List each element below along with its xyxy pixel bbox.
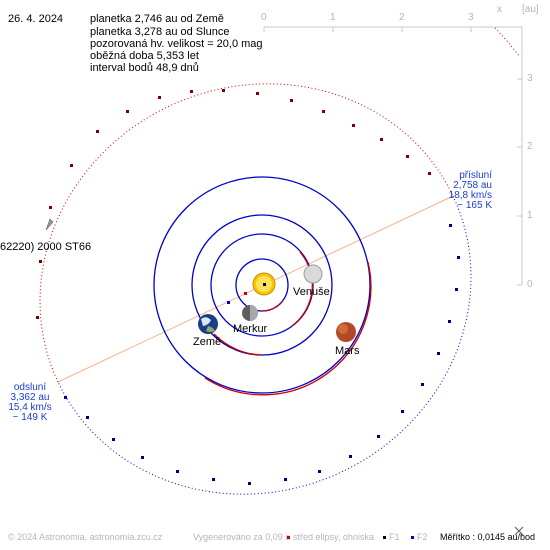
mercury-lit-side	[250, 305, 258, 321]
x-tick-label: 0	[261, 12, 267, 23]
footer-copyright: © 2024 Astronomia, astronomia.zcu.cz	[8, 532, 163, 542]
mars-label: Mars	[335, 345, 360, 357]
ellipse-center-marker	[244, 292, 247, 295]
info-line: planetka 3,278 au od Slunce	[90, 26, 230, 38]
asteroid-orbit-points-red	[36, 89, 431, 319]
info-line: interval bodů 48,9 dnů	[90, 62, 199, 74]
legend-f2: F2	[411, 532, 428, 542]
mercury-orbit-red-arc	[261, 301, 283, 312]
legend-f1: F1	[383, 532, 400, 542]
mars-highlight	[338, 324, 348, 334]
aphelion-title: odsluní	[13, 382, 47, 393]
legend-f1-dot	[383, 536, 386, 540]
mars-orbit-red-arc	[204, 261, 372, 396]
y-tick-label: 1	[527, 210, 533, 221]
perihelion-temp: ~ 165 K	[457, 200, 492, 211]
x-tick-label: 3	[468, 12, 474, 23]
earth-label: Země	[193, 336, 222, 348]
perihelion-distance: 2,758 au	[453, 180, 492, 191]
x-axis-label: x	[497, 4, 502, 15]
info-line: planetka 2,746 au od Země	[90, 13, 224, 25]
y-tick-label: 2	[527, 141, 533, 152]
outer-orbit-fragment	[494, 27, 520, 57]
focus-f1-marker	[263, 283, 266, 286]
y-tick-label: 0	[527, 279, 533, 290]
aphelion-temp: ~ 149 K	[12, 412, 48, 423]
venus-label: Venuše	[293, 286, 330, 298]
footer-generated: Vygenerováno za 0,09 s	[193, 532, 290, 542]
asteroid-icon	[45, 218, 54, 231]
asteroid-orbit-blue	[57, 195, 472, 495]
mars-orbit	[153, 176, 371, 394]
earth-cloud	[201, 317, 211, 326]
info-line: pozorovaná hv. velikost = 20,0 mag	[90, 38, 263, 50]
x-tick-label: 2	[399, 12, 405, 23]
date-label: 26. 4. 2024	[8, 13, 64, 25]
earth-orbit-red-arc	[213, 333, 263, 356]
x-tick-label: 1	[330, 12, 336, 23]
perihelion-title: přísluní	[459, 170, 492, 181]
info-line: oběžná doba 5,353 let	[90, 50, 199, 62]
perihelion-info: přísluní 2,758 au 18,8 km/s ~ 165 K	[440, 171, 492, 211]
perihelion-speed: 18,8 km/s	[448, 190, 492, 201]
legend-f1-label: F1	[389, 532, 400, 542]
mercury-label: Merkur	[233, 323, 268, 335]
asteroid-label: 62220) 2000 ST66	[0, 241, 92, 253]
aphelion-info: odsluní 3,362 au 15,4 km/s ~ 149 K	[4, 383, 56, 423]
venus-orbit-red-arc	[291, 251, 313, 327]
close-x-icon[interactable]	[514, 526, 524, 536]
y-tick-label: 3	[527, 73, 533, 84]
legend-f2-dot	[411, 536, 414, 540]
focus-f2-marker	[227, 301, 230, 304]
venus-icon	[303, 264, 323, 284]
legend-center-label: střed elipsy, ohniska	[293, 532, 374, 542]
earth-land	[206, 326, 215, 332]
aphelion-speed: 15,4 km/s	[8, 402, 52, 413]
footer-scale: Měřítko : 0,0145 au/bod	[440, 532, 536, 542]
unit-label: [au]	[522, 4, 539, 15]
asteroid-orbit-points-blue	[64, 224, 460, 485]
legend-f2-label: F2	[417, 532, 428, 542]
aphelion-distance: 3,362 au	[10, 392, 50, 403]
legend-center-dot	[287, 536, 290, 540]
asteroid-orbit-red	[39, 83, 454, 383]
legend-center: střed elipsy, ohniska	[287, 532, 374, 542]
